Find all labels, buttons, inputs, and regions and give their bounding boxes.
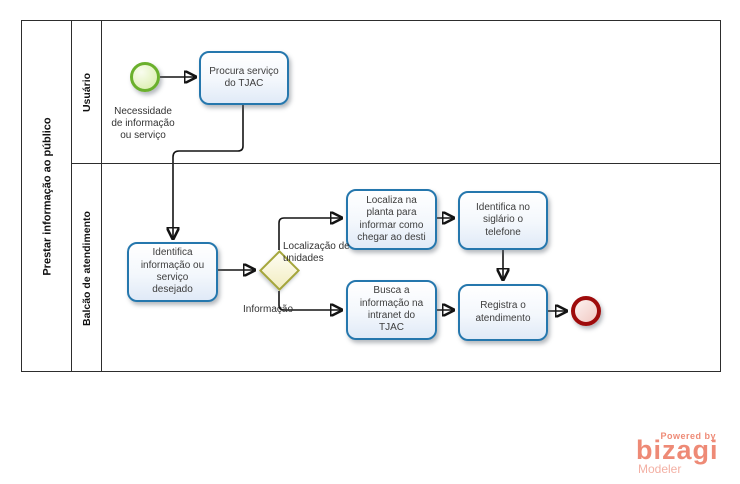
pool-prestar-informacao[interactable]: Prestar informação ao público Usuário Ba… bbox=[21, 20, 721, 372]
task-localiza-planta[interactable]: Localiza na planta para informar como ch… bbox=[346, 189, 437, 250]
powered-by-text: Powered by bbox=[660, 431, 716, 441]
end-event[interactable] bbox=[571, 296, 601, 326]
lane-label-divider bbox=[101, 21, 102, 371]
pool-title-divider bbox=[71, 21, 72, 371]
start-event-label: Necessidade de informação ou serviço bbox=[111, 106, 175, 141]
task-label: Registra o atendimento bbox=[475, 300, 531, 324]
lane-divider bbox=[71, 163, 720, 164]
flow-gateway-to-busca[interactable] bbox=[278, 291, 343, 310]
flow-gateway-to-localiza[interactable] bbox=[278, 218, 343, 250]
gateway-branch-informacao-label: Informação bbox=[243, 304, 294, 315]
modeler-text: Modeler bbox=[638, 462, 682, 476]
task-label: Busca a informação na intranet do TJAC bbox=[359, 285, 424, 334]
task-busca-informacao[interactable]: Busca a informação na intranet do TJAC bbox=[346, 280, 437, 340]
bizagi-logo: bizagi bbox=[636, 435, 719, 465]
task-identifica-informacao[interactable]: Identifica informação ou serviço desejad… bbox=[127, 242, 218, 302]
task-label: Procura serviço do TJAC bbox=[209, 65, 279, 89]
task-registra-atendimento[interactable]: Registra o atendimento bbox=[458, 284, 548, 341]
pool-title: Prestar informação ao público bbox=[41, 117, 53, 276]
task-label: Identifica informação ou serviço desejad… bbox=[140, 247, 205, 296]
lane-usuario-label: Usuário bbox=[80, 72, 93, 113]
flow-procura-to-identifica[interactable] bbox=[173, 105, 244, 240]
task-label: Localiza na planta para informar como ch… bbox=[357, 194, 426, 243]
lane-balcao-label: Balcão de atendimento bbox=[80, 211, 93, 326]
task-label: Identifica no siglário o telefone bbox=[476, 201, 530, 238]
start-event[interactable] bbox=[130, 62, 160, 92]
task-procura-servico[interactable]: Procura serviço do TJAC bbox=[199, 51, 289, 105]
gateway-branch-localizacao-label: Localização de unidades bbox=[283, 241, 350, 264]
task-identifica-siglario[interactable]: Identifica no siglário o telefone bbox=[458, 191, 548, 250]
